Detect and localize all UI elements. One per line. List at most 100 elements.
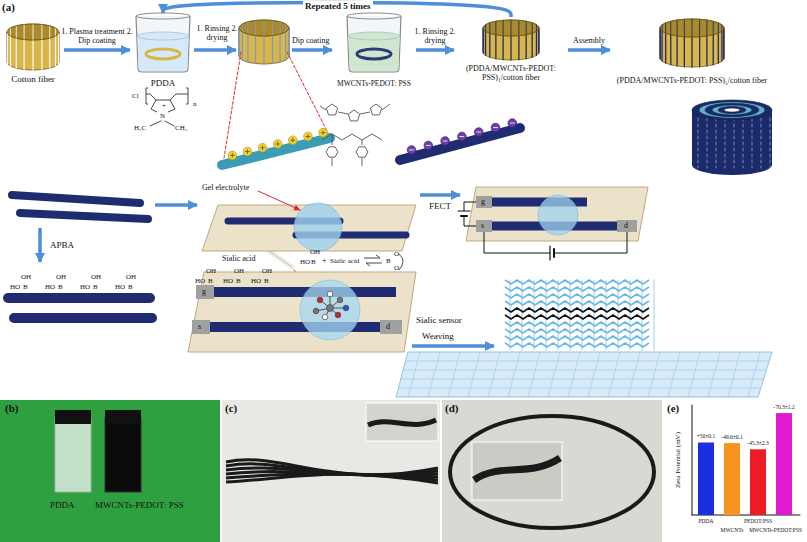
fiber: [239, 29, 240, 57]
woven-fabric: [396, 280, 772, 397]
fiber: [665, 33, 666, 63]
fiber-ring: [7, 24, 59, 70]
atom: [313, 308, 319, 314]
coil-bottom: [692, 155, 772, 175]
coated-ring: (PDDA/MWCNTs-PEDOT: PSS)₁/cotton fiber: [456, 18, 566, 88]
chem-group: CH₃: [175, 124, 187, 132]
edge-label: 1. Plasma treatment 2. Dip coating: [61, 27, 133, 45]
coil-layer: [718, 107, 746, 114]
fiber: [538, 29, 539, 53]
photo-panel: [222, 400, 440, 542]
fiber: [247, 34, 248, 62]
ring-band: [660, 28, 724, 67]
fiber: [532, 33, 533, 57]
chem-group: B: [128, 283, 133, 291]
pipette-tube: [266, 249, 292, 267]
fabric-grid: [668, 352, 680, 397]
chem-group: HO: [195, 277, 205, 285]
node-shape-layer: [462, 175, 648, 259]
node-text: d: [624, 221, 628, 230]
fect-device: Gel electrolyte: [200, 183, 418, 253]
mwcnt-charge: [407, 146, 416, 155]
submerged-ring: [357, 49, 391, 59]
chem-group: B: [58, 283, 63, 291]
fiber: [495, 35, 496, 59]
edge-label: FECT: [420, 201, 460, 211]
beaker-glass: [347, 16, 401, 72]
beaker-liquid: [348, 36, 399, 71]
fabric-grid: [728, 352, 740, 397]
process-arrow: [155, 203, 197, 207]
chem-group: OH: [56, 273, 66, 281]
process-arrow: [64, 48, 130, 52]
fiber: [660, 29, 661, 59]
fiber: [242, 32, 243, 60]
plus-sign: [323, 131, 324, 135]
chem-group: B: [93, 283, 98, 291]
fiber: [272, 36, 273, 64]
fiber-bundle: [368, 420, 436, 425]
drain-contact: [380, 320, 402, 334]
process-arrow: [416, 48, 454, 52]
chem-atom: Cl: [132, 92, 139, 100]
axis-category: MWCNTs-PEDOT:PSS: [749, 527, 802, 533]
coil-stripe: [743, 118, 744, 168]
weft-yarn: [505, 336, 649, 340]
gel-electrolyte-drop: [300, 280, 360, 340]
node-shape: [483, 20, 539, 60]
process-arrow: [194, 48, 236, 52]
fabric-grid: [508, 352, 520, 397]
mwcnt-charge: [424, 141, 433, 150]
fiber-ring: [483, 20, 539, 60]
fabric-grid: [708, 352, 720, 397]
gate-contact: [196, 285, 214, 299]
photo-inset: [366, 403, 438, 441]
battery-symbol: [461, 215, 467, 217]
fiber: [49, 38, 50, 68]
node-text: Sialic sensor: [416, 315, 462, 325]
coated-fiber: [222, 138, 330, 165]
bar: [750, 449, 766, 515]
fabric-sheet: [396, 352, 772, 397]
backbone: [322, 134, 382, 140]
fabric-grid: [528, 352, 540, 397]
coil-stripe: [752, 118, 753, 168]
beaker: [347, 13, 401, 72]
step-label: Weaving: [422, 331, 454, 341]
source-contact: [192, 320, 210, 334]
coil-stripe: [716, 118, 717, 168]
plus-sign: [307, 134, 308, 138]
chem-group: B: [208, 277, 213, 285]
chem-group: OH: [310, 248, 320, 256]
fiber: [285, 32, 286, 60]
gate-contact: [476, 196, 492, 208]
weft-yarn: [505, 287, 649, 291]
pdda-structure: [146, 88, 188, 126]
fabric-grid: [406, 361, 770, 362]
coil-stripe: [770, 118, 771, 168]
fiber-ring: [239, 20, 289, 64]
fiber: [721, 31, 722, 61]
coil-layer: [712, 105, 752, 115]
minus-sign: [494, 127, 498, 128]
fiber: [14, 313, 152, 323]
liquid-surface: [137, 32, 188, 40]
chem-group: HO: [223, 277, 233, 285]
fiber: [684, 37, 685, 67]
fabric-grid: [488, 352, 500, 397]
node-text: Gel electrolyte: [202, 183, 249, 192]
fiber: [41, 40, 42, 70]
fiber: [20, 213, 148, 219]
weft-yarn: [505, 308, 649, 312]
fabric-grid: [688, 352, 700, 397]
chem-group: H₃C: [134, 124, 146, 132]
chem-group: OH: [126, 273, 136, 281]
vial: [55, 418, 91, 492]
ring-rim: [483, 20, 539, 36]
atom: [327, 305, 334, 312]
chem-group: OH: [21, 273, 31, 281]
atom: [327, 291, 333, 297]
pedot-pss-structure: [320, 104, 390, 166]
node-shape-layer: [200, 183, 418, 253]
